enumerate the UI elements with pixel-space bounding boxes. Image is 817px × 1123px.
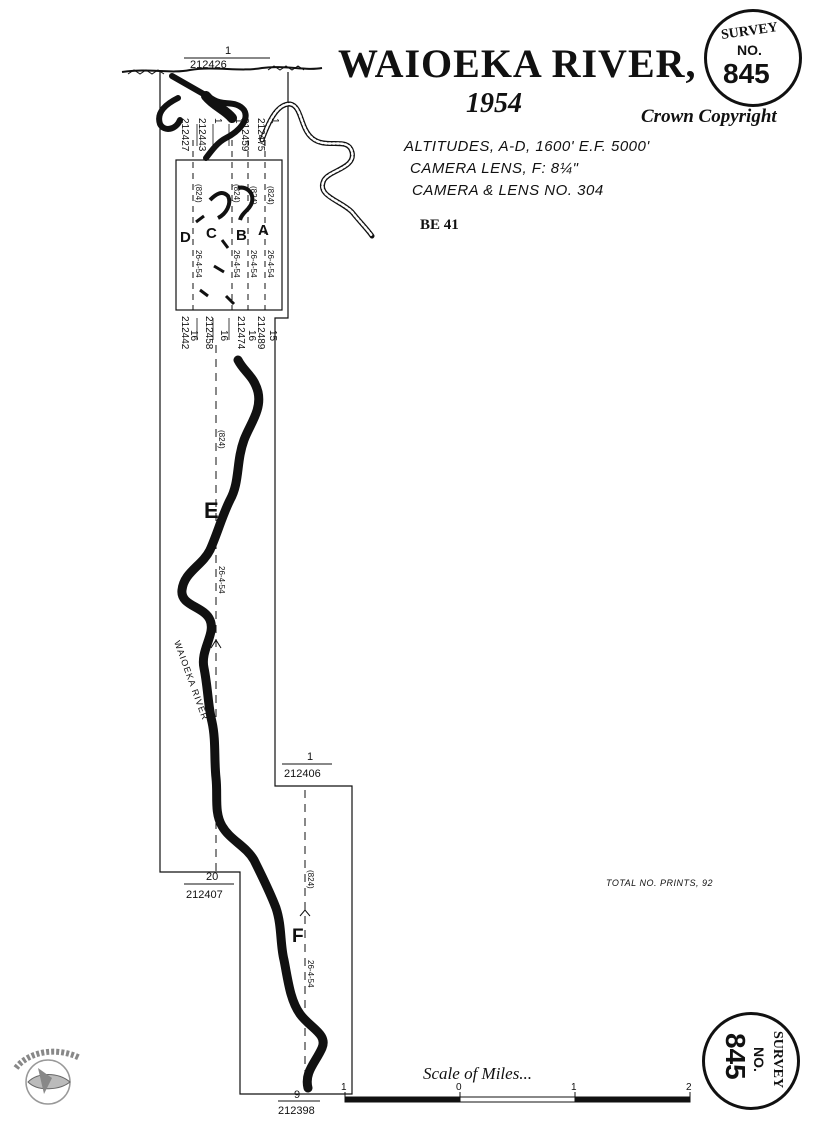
sheet-top-col-b: 212443 <box>196 118 207 152</box>
scale-bar <box>344 1092 691 1103</box>
badge-number-rotated: 845 <box>720 1033 751 1080</box>
sheet-mid-right-frac: 1 <box>307 751 313 763</box>
sheet-top-col-c-frac: 1 <box>233 118 244 124</box>
survey-badge-top: SURVEY NO. 845 <box>704 9 802 107</box>
sheet-top-col-c: 212459 <box>239 118 250 152</box>
sheet-top-col-d-frac: 1 <box>269 118 280 124</box>
total-prints: TOTAL NO. PRINTS, 92 <box>606 878 714 888</box>
run-code-c: (824) <box>232 184 241 203</box>
crown-copyright: Crown Copyright <box>641 106 777 127</box>
map-year: 1954 <box>466 88 522 119</box>
be-code: BE 41 <box>420 217 459 233</box>
sheet-bot-col-a-frac: 16 <box>188 330 199 342</box>
estuary <box>156 73 249 161</box>
run-label-e: E <box>204 498 219 523</box>
waioeka-river <box>177 355 328 1093</box>
badge-no-label: NO. <box>737 42 762 58</box>
sheet-mid-left: 212407 <box>186 889 223 901</box>
sheet-mid-left-frac: 20 <box>206 871 218 883</box>
run-label-b: B <box>236 227 247 244</box>
block-boundary <box>159 72 353 1095</box>
run-label-a: A <box>258 222 269 239</box>
scale-tick-0: 0 <box>456 1082 462 1093</box>
sheet-top-col-a: 212427 <box>179 118 190 152</box>
run-label-c: C <box>206 225 217 242</box>
run-code-b: (824) <box>249 186 258 205</box>
sheet-bot-col-c: 212474 <box>235 316 246 350</box>
run-label-d: D <box>180 229 191 246</box>
nz-aerial-mapping-logo <box>13 1048 82 1105</box>
camera-lens-number-note: CAMERA & LENS NO. 304 <box>412 182 604 199</box>
date-code-e: 26-4-54 <box>217 566 226 594</box>
sheet-bot-col-a: 212442 <box>179 316 190 350</box>
sheet-top-col-d: 212475 <box>255 118 266 152</box>
scale-tick-1-right: 1 <box>571 1082 577 1093</box>
coastline <box>121 66 323 73</box>
scale-title: Scale of Miles... <box>423 1064 533 1083</box>
photo-run-rectangle <box>175 159 283 311</box>
run-code-d: (824) <box>194 184 203 203</box>
camera-lens-note: CAMERA LENS, F: 8¼" <box>410 160 579 177</box>
badge-no-label-rotated: NO. <box>751 1047 767 1072</box>
date-code-d: 26-4-54 <box>194 250 203 278</box>
sheet-bot-col-c-frac: 16 <box>246 330 257 342</box>
sheet-bot-col-b-frac: 16 <box>218 330 229 342</box>
badge-number: 845 <box>723 58 770 89</box>
date-code-f: 26-4-54 <box>306 960 315 988</box>
date-code-a: 26-4-54 <box>266 250 275 278</box>
run-code-f: (824) <box>306 870 315 889</box>
survey-badge-bottom: SURVEY NO. 845 <box>702 1012 800 1110</box>
scale-tick-2: 2 <box>686 1082 692 1093</box>
badge-survey-label-rotated: SURVEY <box>770 1031 785 1089</box>
sheet-bot-col-b: 212458 <box>203 316 214 350</box>
sheet-top-mid: 212426 <box>190 59 227 71</box>
sheet-bot-col-d: 212489 <box>255 316 266 350</box>
sheet-bottom-frac: 9 <box>294 1089 300 1101</box>
run-label-f: F <box>292 926 304 947</box>
run-code-e: (824) <box>217 430 226 449</box>
sheet-bot-col-d-frac: 15 <box>267 330 278 342</box>
date-code-b: 26-4-54 <box>249 250 258 278</box>
scale-tick-1-left: 1 <box>341 1082 347 1093</box>
badge-survey-label: SURVEY <box>720 20 779 43</box>
altitudes-note: ALTITUDES, A-D, 1600' E.F. 5000' <box>404 138 650 155</box>
sheet-mid-right: 212406 <box>284 768 321 780</box>
date-code-c: 26-4-54 <box>232 250 241 278</box>
sheet-bottom: 212398 <box>278 1105 315 1117</box>
run-code-a: (824) <box>266 186 275 205</box>
map-title: WAIOEKA RIVER, <box>338 41 697 86</box>
sheet-top-col-b-frac: 1 <box>212 118 223 124</box>
sheet-top-mid-frac: 1 <box>225 45 231 57</box>
